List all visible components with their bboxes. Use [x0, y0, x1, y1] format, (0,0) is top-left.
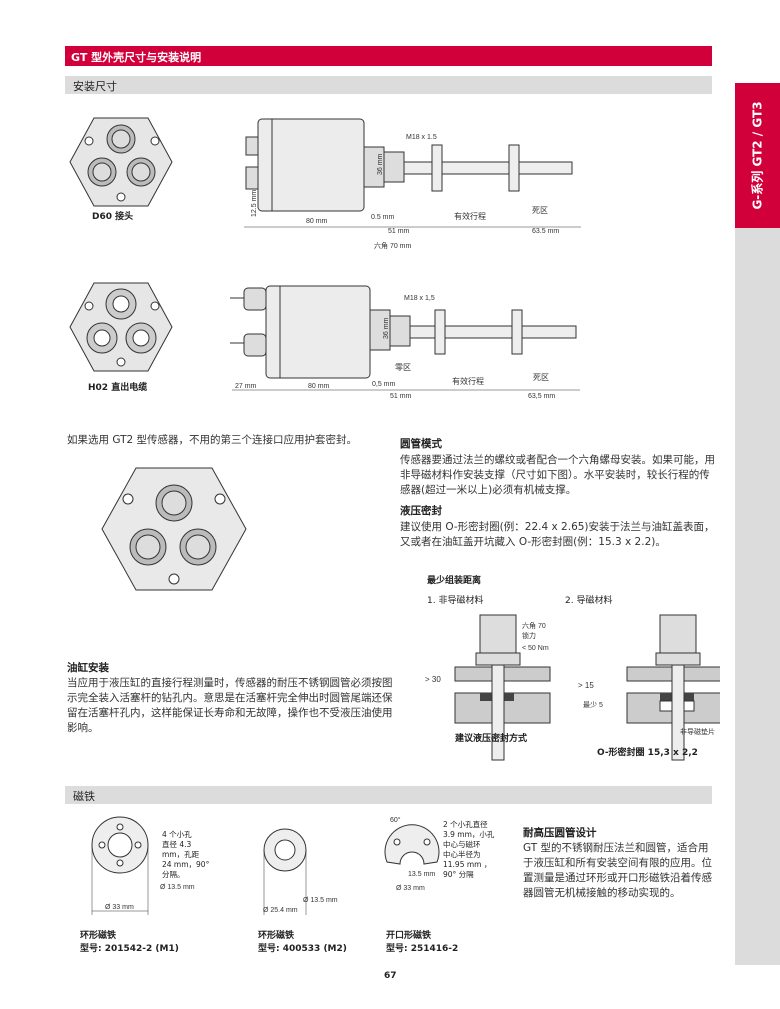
- svg-text:Ø 33 mm: Ø 33 mm: [105, 904, 134, 911]
- magnet-m1-model: 型号: 201542-2 (M1): [80, 944, 179, 954]
- magnet-m1-name: 环形磁铁: [80, 931, 117, 941]
- magnet-open-name: 开口形磁铁: [386, 931, 432, 941]
- d60-connector-figure: [69, 117, 173, 207]
- svg-text:> 30: > 30: [425, 675, 441, 684]
- note-line: 直径 4.3: [162, 840, 192, 849]
- min-distance-figures: 六角 70 锁力 < 50 Nm > 30 > 15 最少 5 非导磁垫片: [425, 614, 720, 761]
- magnet-open-figure: 60° 13.5 mm Ø 33 mm: [384, 816, 440, 892]
- section-title-magnets: 磁铁: [65, 786, 712, 804]
- magnet-m2-model: 型号: 400533 (M2): [258, 944, 347, 954]
- section-title-install-dimensions: 安装尺寸: [65, 76, 712, 94]
- h02-label: H02 直出电缆: [88, 383, 148, 393]
- note-line: mm，孔距: [162, 850, 200, 859]
- svg-text:60°: 60°: [390, 816, 401, 824]
- fig2-title: 2. 导磁材料: [565, 596, 613, 606]
- magnet-m2-figure: Ø 13.5 mm Ø 25.4 mm: [263, 828, 338, 915]
- svg-text:M18 x 1,5: M18 x 1,5: [404, 295, 435, 302]
- svg-text:有效行程: 有效行程: [454, 211, 486, 221]
- hydraulic-seal-text: 建议使用 O-形密封圈(例：22.4 x 2.65)安装于法兰与油缸盖表面，又或…: [400, 521, 715, 548]
- h02-cable-figure: [69, 282, 173, 372]
- svg-text:< 50 Nm: < 50 Nm: [522, 645, 549, 652]
- cylinder-text: 当应用于液压缸的直接行程测量时，传感器的耐压不锈钢圆管必须按图示完全装入活塞杆的…: [67, 677, 393, 734]
- note-line: 2 个小孔直径: [443, 820, 488, 829]
- svg-text:Ø 13.5 mm: Ø 13.5 mm: [160, 884, 195, 891]
- svg-text:有效行程: 有效行程: [452, 376, 484, 386]
- svg-text:非导磁垫片: 非导磁垫片: [680, 727, 715, 736]
- tube-mode-title: 圆管模式: [400, 438, 442, 450]
- svg-text:27 mm: 27 mm: [235, 383, 257, 390]
- svg-text:0.5 mm: 0.5 mm: [371, 214, 395, 221]
- svg-text:51 mm: 51 mm: [388, 228, 410, 235]
- gt2-hex-figure: [101, 467, 247, 591]
- page-number: 67: [384, 971, 397, 981]
- hydraulic-seal-title: 液压密封: [400, 505, 442, 517]
- cylinder-title: 油缸安装: [67, 662, 109, 674]
- svg-text:零区: 零区: [395, 363, 411, 372]
- note-line: 中心与磁环: [443, 840, 481, 849]
- svg-text:Ø 13.5 mm: Ø 13.5 mm: [303, 897, 338, 904]
- note-line: 中心半径为: [443, 850, 481, 859]
- svg-text:12.5 mm: 12.5 mm: [251, 190, 258, 217]
- note-line: 90° 分隔: [443, 870, 474, 879]
- svg-text:63.5 mm: 63.5 mm: [532, 228, 559, 235]
- magnet-open-model: 型号: 251416-2: [386, 944, 459, 954]
- h02-sensor-drawing: 六角 70 mm M18 x 1,5 36 mm 零区 27 mm 80 mm …: [230, 241, 580, 400]
- svg-text:> 15: > 15: [578, 681, 594, 690]
- svg-text:六角 70: 六角 70: [522, 621, 546, 630]
- note-line: 11.95 mm ，: [443, 860, 492, 869]
- side-tab-label: G-系列 GT2 / GT3: [751, 101, 766, 210]
- note-line: 24 mm，90°: [162, 860, 210, 869]
- svg-text:最少 5: 最少 5: [583, 701, 603, 709]
- svg-text:Ø 25.4 mm: Ø 25.4 mm: [263, 907, 298, 914]
- page-header: GT 型外壳尺寸与安装说明: [65, 46, 712, 66]
- fig1-caption: 建议液压密封方式: [455, 734, 528, 744]
- svg-text:80 mm: 80 mm: [308, 383, 330, 390]
- side-tab: [735, 83, 780, 228]
- svg-text:Ø 33 mm: Ø 33 mm: [396, 885, 425, 892]
- note-line: 分隔。: [162, 870, 185, 879]
- svg-text:13.5 mm: 13.5 mm: [408, 871, 435, 878]
- min-distance-title: 最少组装距离: [427, 576, 482, 586]
- pressure-tube-title: 耐高压圆管设计: [523, 827, 597, 839]
- svg-text:六角 70 mm: 六角 70 mm: [374, 241, 412, 250]
- svg-text:80 mm: 80 mm: [306, 218, 328, 225]
- side-tab-label-wrap: G-系列 GT2 / GT3: [735, 83, 780, 228]
- tube-mode-text: 传感器要通过法兰的螺纹或者配合一个六角螺母安装。如果可能，用非导磁材料作安装支撑…: [400, 454, 715, 496]
- gt2-note: 如果选用 GT2 型传感器，不用的第三个连接口应用护套密封。: [67, 434, 358, 446]
- svg-text:63,5 mm: 63,5 mm: [528, 393, 555, 400]
- svg-text:36 mm: 36 mm: [377, 153, 384, 175]
- d60-label: D60 接头: [92, 212, 134, 222]
- fig1-title: 1. 非导磁材料: [427, 596, 484, 606]
- pressure-tube-text: GT 型的不锈钢耐压法兰和圆管，适合用于液压缸和所有安装空间有限的应用。位置测量…: [523, 842, 712, 899]
- svg-text:36 mm: 36 mm: [383, 317, 390, 339]
- magnet-m1-figure: Ø 13.5 mm Ø 33 mm: [91, 816, 195, 915]
- svg-text:M18 x 1.5: M18 x 1.5: [406, 134, 437, 141]
- fig2-caption: O-形密封圈 15,3 x 2,2: [597, 748, 698, 758]
- magnet-m2-name: 环形磁铁: [258, 931, 295, 941]
- svg-text:0,5 mm: 0,5 mm: [372, 381, 396, 388]
- svg-text:锁力: 锁力: [522, 631, 536, 640]
- note-line: 4 个小孔: [162, 830, 192, 839]
- svg-text:死区: 死区: [533, 373, 549, 382]
- svg-text:死区: 死区: [532, 206, 548, 215]
- note-line: 3.9 mm，小孔: [443, 830, 495, 839]
- side-margin: [735, 228, 780, 965]
- d60-sensor-drawing: 36 mm M18 x 1.5 12.5 mm 80 mm 0.5 mm 51 …: [244, 118, 581, 235]
- svg-text:51 mm: 51 mm: [390, 393, 412, 400]
